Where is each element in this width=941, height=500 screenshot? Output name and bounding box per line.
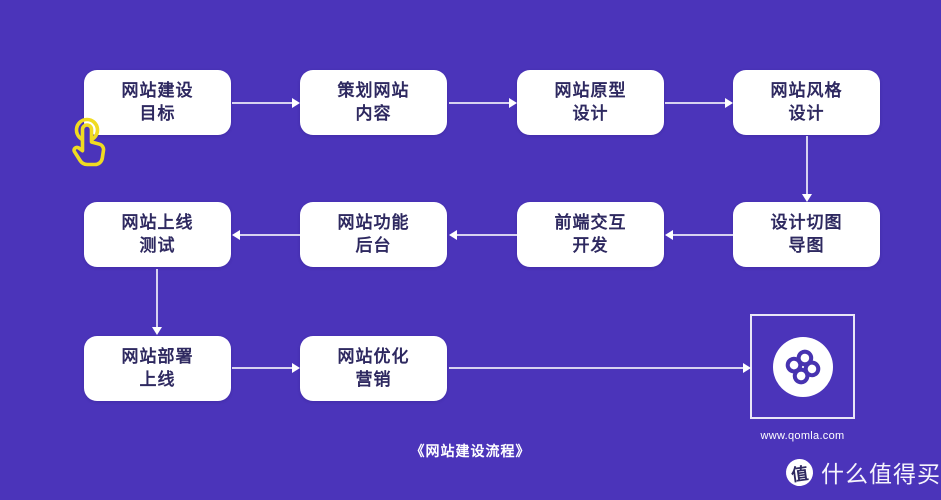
qomla-logo-box — [750, 314, 855, 419]
arrow-frontend-to-backend — [457, 234, 517, 236]
arrow-marketing-to-logo — [449, 367, 743, 369]
smzdm-watermark: 值 什么值得买 — [784, 456, 941, 488]
flow-node-seo-marketing: 网站优化 营销 — [300, 336, 447, 401]
flow-node-plan-content: 策划网站 内容 — [300, 70, 447, 135]
flow-node-launch-test: 网站上线 测试 — [84, 202, 231, 267]
arrow-prototype-to-style — [665, 102, 725, 104]
flow-node-prototype-design: 网站原型 设计 — [517, 70, 664, 135]
arrow-slicing-to-frontend — [673, 234, 733, 236]
flow-node-frontend-dev: 前端交互 开发 — [517, 202, 664, 267]
smzdm-badge-icon: 值 — [784, 456, 815, 488]
qomla-logo-circle — [772, 336, 833, 397]
arrow-plan-to-prototype — [449, 102, 509, 104]
qomla-clover-icon — [785, 349, 820, 384]
arrow-backend-to-launch-test — [240, 234, 300, 236]
qomla-url: www.qomla.com — [760, 430, 845, 442]
diagram-caption: 《网站建设流程》 — [410, 443, 531, 459]
smzdm-watermark-text: 什么值得买 — [821, 461, 941, 487]
arrow-style-to-slicing — [806, 136, 808, 194]
tap-hand-icon — [72, 117, 106, 167]
flow-node-design-slicing: 设计切图 导图 — [733, 202, 880, 267]
arrow-goal-to-plan — [232, 102, 292, 104]
flow-node-deploy-online: 网站部署 上线 — [84, 336, 231, 401]
flow-node-website-goal: 网站建设 目标 — [84, 70, 231, 135]
arrow-launch-test-to-deploy — [156, 269, 158, 327]
flow-node-backend-functions: 网站功能 后台 — [300, 202, 447, 267]
flow-node-style-design: 网站风格 设计 — [733, 70, 880, 135]
arrow-deploy-to-marketing — [232, 367, 292, 369]
